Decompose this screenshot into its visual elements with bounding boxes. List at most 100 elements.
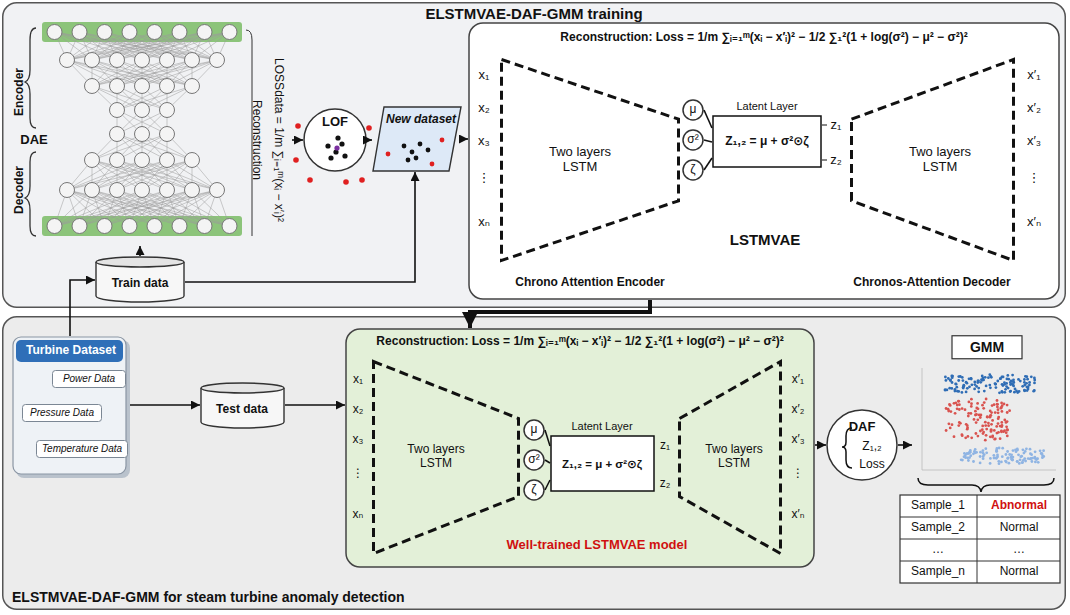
gmm-sample-point	[1036, 457, 1039, 460]
network-weight	[142, 32, 230, 60]
table-cell: Abnormal	[991, 499, 1047, 513]
circle-outline	[683, 100, 703, 120]
gmm-sample-point	[985, 428, 988, 431]
gmm-sample-point	[996, 399, 999, 402]
gmm-sample-point	[994, 383, 997, 386]
neuron	[85, 183, 100, 198]
network-weight	[67, 160, 142, 190]
gmm-sample-point	[985, 451, 988, 454]
network-weight	[92, 134, 117, 160]
neuron	[85, 153, 100, 168]
gmm-sample-point	[970, 405, 973, 408]
circle-outline	[304, 109, 366, 171]
neuron	[85, 79, 100, 94]
gmm-sample-point	[999, 377, 1002, 380]
gmm-sample-point	[1009, 390, 1012, 393]
network-weight	[67, 190, 105, 226]
network-weight	[92, 190, 180, 226]
network-weight	[180, 32, 193, 60]
network-weight	[117, 60, 167, 86]
network-weight	[155, 190, 218, 226]
gmm-sample-point	[1003, 391, 1006, 394]
connector	[130, 404, 200, 406]
encoder-trapezoid: Two layers LSTM	[500, 58, 680, 262]
gmm-sample-point	[1030, 453, 1033, 456]
gmm-sample-point	[976, 381, 979, 384]
annotation-label: x′₂	[792, 403, 805, 417]
network-weight	[117, 86, 142, 110]
annotation-label: x′₂	[1027, 101, 1041, 116]
network-weight	[167, 32, 230, 60]
gmm-sample-point	[982, 377, 985, 380]
data-tag: Power Data	[52, 370, 126, 388]
gmm-sample-point	[1014, 388, 1017, 391]
gmm-sample-point	[1010, 458, 1013, 461]
gmm-sample-point	[985, 385, 988, 388]
gmm-sample-point	[1007, 387, 1010, 390]
annotation-label: xₙ	[478, 215, 490, 230]
network-weight	[130, 190, 168, 226]
inlier-point	[342, 153, 347, 158]
circle-outline	[827, 410, 897, 480]
network-weight	[192, 32, 205, 60]
gmm-sample-point	[977, 387, 980, 390]
gmm-sample-point	[966, 387, 969, 390]
network-weight	[167, 190, 180, 226]
gmm-sample-point	[957, 375, 960, 378]
gmm-sample-point	[948, 422, 951, 425]
network-weight	[117, 160, 192, 190]
network-weight	[217, 190, 230, 226]
gmm-sample-point	[999, 425, 1002, 428]
node-text: Z₁,₂ = μ + σ²⊙ζ	[725, 135, 808, 149]
table-row-line	[900, 561, 1060, 562]
lstmvae-box: Reconstruction: Loss = 1/m ∑ᵢ₌₁ᵐ(xᵢ − x′…	[468, 22, 1060, 300]
latent-box-outline	[713, 116, 821, 167]
gmm-sample-point	[993, 454, 996, 457]
node-text: DAF	[849, 420, 876, 435]
gmm-sample-point	[987, 424, 990, 427]
gmm-sample-point	[975, 385, 978, 388]
gmm-sample-point	[980, 378, 983, 381]
neuron	[222, 219, 237, 234]
latent-param-circle: μ	[523, 419, 545, 441]
gmm-sample-point	[974, 383, 977, 386]
gmm-block-outline	[912, 335, 1062, 475]
gmm-sample-point	[974, 414, 977, 417]
network-weight	[92, 60, 217, 86]
scatter-axis	[922, 470, 1056, 471]
card-header	[16, 340, 123, 362]
gmm-sample-point	[997, 417, 1000, 420]
dae-network: EncoderDAEDecoder	[10, 20, 292, 246]
table-row-line	[900, 539, 1060, 540]
network-weight	[180, 190, 218, 226]
gmm-sample-point	[973, 450, 976, 453]
gmm-sample-point	[1006, 429, 1009, 432]
gmm-sample-point	[1019, 455, 1022, 458]
dataset-outlier-point	[386, 152, 391, 157]
gmm-sample-point	[969, 451, 972, 454]
network-weight	[55, 190, 168, 226]
gmm-sample-point	[964, 456, 967, 459]
inlier-point	[328, 155, 333, 160]
gmm-sample-point	[1023, 389, 1026, 392]
network-weight	[117, 160, 167, 190]
gmm-sample-point	[984, 439, 987, 442]
neuron	[47, 219, 62, 234]
latent-wire	[822, 125, 827, 126]
network-weight	[117, 60, 142, 86]
gmm-sample-point	[976, 418, 979, 421]
node-text: Z₁,₂ = μ + σ²⊙ζ	[562, 458, 642, 471]
gmm-sample-point	[968, 451, 971, 454]
gmm-sample-point	[972, 460, 975, 463]
node-text: ζ	[531, 483, 536, 497]
network-weight	[92, 190, 205, 226]
gmm-sample-point	[946, 389, 949, 392]
gmm-sample-point	[1035, 458, 1038, 461]
network-weight	[80, 32, 168, 60]
gmm-sample-point	[961, 407, 964, 410]
data-cylinder: Test data	[200, 382, 285, 428]
gmm-sample-point	[995, 386, 998, 389]
gmm-sample-point	[997, 422, 1000, 425]
network-weight	[142, 86, 143, 110]
gmm-sample-point	[993, 438, 996, 441]
